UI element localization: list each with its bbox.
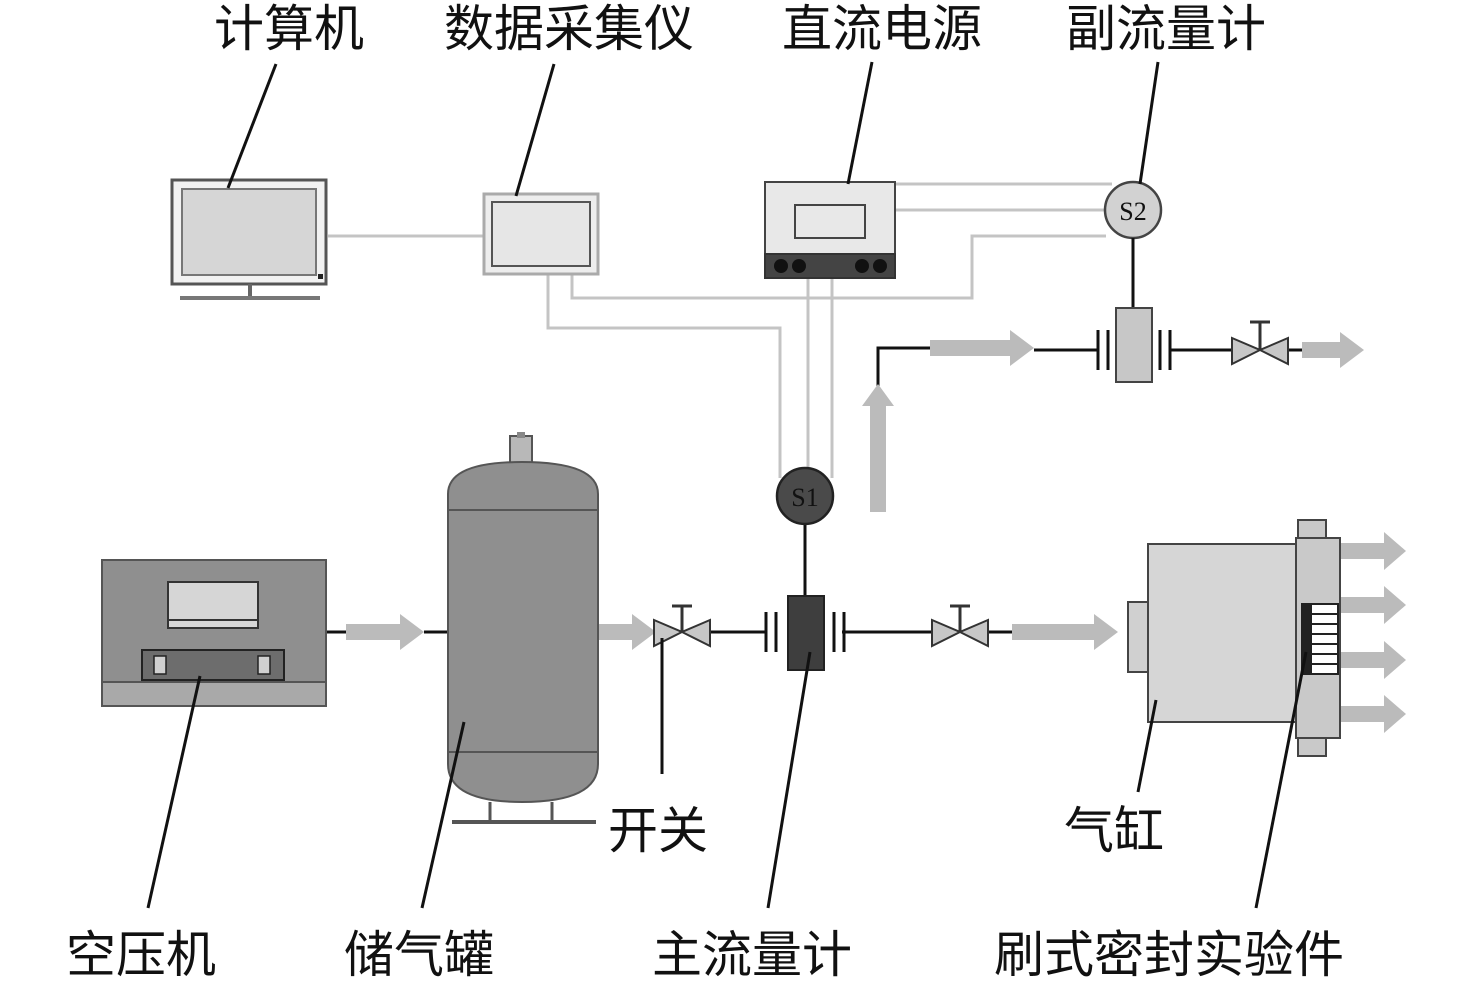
arrow-upper-out <box>1302 332 1364 368</box>
arrow-leak-1 <box>1340 532 1406 570</box>
wire-daq-s1 <box>546 272 782 478</box>
cylinder-valve-icon <box>931 604 989 648</box>
flow-arrows <box>346 330 1406 733</box>
compressor-icon <box>101 559 327 707</box>
computer-icon <box>170 178 328 300</box>
leader-computer <box>226 63 278 189</box>
upper-valve-icon <box>1231 320 1289 366</box>
main-flowmeter-icon <box>787 595 825 671</box>
arrow-leak-4 <box>1340 695 1406 733</box>
upper-branch <box>876 238 1302 512</box>
leader-compressor <box>146 675 202 909</box>
arrow-leak-3 <box>1340 641 1406 679</box>
secondary-flowmeter-icon <box>1115 307 1153 383</box>
dc-power-icon <box>764 181 896 279</box>
label-main-flowmeter: 主流量计 <box>652 926 852 984</box>
arrow-leak-2 <box>1340 586 1406 624</box>
wire-daq-s2 <box>570 234 1106 300</box>
label-compressor: 空压机 <box>66 926 216 984</box>
label-computer: 计算机 <box>214 0 364 58</box>
arrow-upper-mid <box>930 330 1034 366</box>
leader-main-flowmeter <box>766 651 812 909</box>
s1-sensor: S1 <box>775 466 835 526</box>
main-pipe <box>326 524 1012 652</box>
label-dc-power: 直流电源 <box>782 0 982 58</box>
leader-daq <box>514 63 556 197</box>
label-brush-seal: 刷式密封实验件 <box>994 926 1344 984</box>
label-secondary-flowmeter: 副流量计 <box>1066 0 1266 58</box>
label-cylinder: 气缸 <box>1064 802 1164 860</box>
signal-wires <box>328 182 1112 478</box>
leader-lines <box>146 61 1308 909</box>
s2-sensor: S2 <box>1103 180 1163 240</box>
leader-tank <box>420 721 466 909</box>
leader-secondary-flowmeter <box>1138 61 1160 185</box>
tank-icon <box>447 432 599 824</box>
leader-cylinder <box>1136 699 1158 793</box>
leader-dc-power <box>846 61 874 185</box>
arrow-up-branch <box>862 384 894 512</box>
leader-brush-seal <box>1254 651 1308 909</box>
s1-label: S1 <box>791 483 818 512</box>
arrow-tank-out <box>598 614 656 650</box>
s2-label: S2 <box>1119 197 1146 226</box>
label-switch: 开关 <box>608 802 708 860</box>
label-daq: 数据采集仪 <box>444 0 694 58</box>
daq-icon <box>482 192 600 276</box>
brush-seal-icon <box>1301 603 1339 675</box>
label-tank: 储气罐 <box>344 926 494 984</box>
arrow-to-cylinder <box>1012 614 1118 650</box>
arrow-compressor-out <box>346 614 424 650</box>
